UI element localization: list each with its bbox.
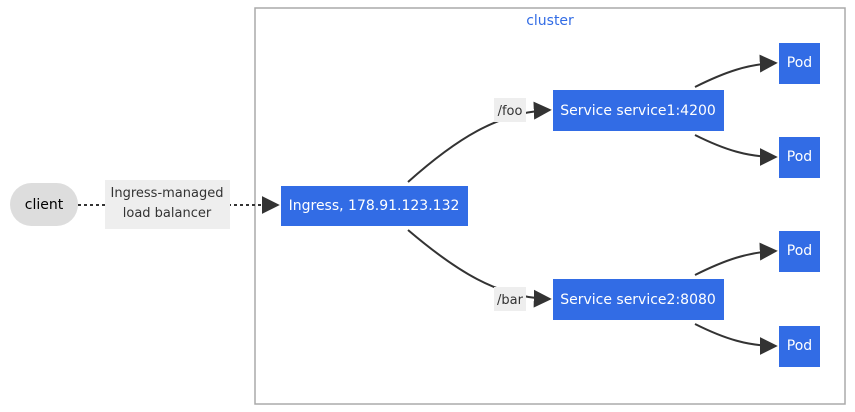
service2-node xyxy=(553,279,724,320)
service1-label: Service service1:4200 xyxy=(560,103,716,119)
service2-to-pod3-edge xyxy=(694,242,778,276)
service1-to-pod2-edge xyxy=(694,134,778,166)
pod-node xyxy=(779,231,820,272)
ingress-to-service1-edge xyxy=(407,101,552,183)
ingress-to-service2-edge xyxy=(407,229,552,308)
pod-label: Pod xyxy=(787,149,812,165)
client-label: client xyxy=(25,197,64,213)
route-label-bar-bg xyxy=(494,287,526,311)
cluster-label: cluster xyxy=(526,13,574,29)
ingress-label: Ingress, 178.91.123.132 xyxy=(289,198,460,214)
service1-to-pod1-edge xyxy=(694,54,778,88)
pod-node xyxy=(779,43,820,84)
pod-label: Pod xyxy=(787,243,812,259)
route-label-bar: /bar xyxy=(497,293,524,308)
pod-label: Pod xyxy=(787,55,812,71)
service1-node xyxy=(553,90,724,131)
route-label-foo: /foo xyxy=(498,104,523,119)
route-label-foo-bg xyxy=(494,98,526,122)
load-balancer-label-bg xyxy=(105,180,230,229)
pod-node xyxy=(779,326,820,367)
pod-node xyxy=(779,137,820,178)
load-balancer-label-line1: Ingress-managed xyxy=(111,186,224,201)
client-node xyxy=(10,183,78,226)
service2-label: Service service2:8080 xyxy=(560,292,716,308)
pod-label: Pod xyxy=(787,338,812,354)
load-balancer-label-line2: load balancer xyxy=(123,206,212,221)
ingress-node xyxy=(281,186,468,226)
service2-to-pod4-edge xyxy=(694,323,778,355)
